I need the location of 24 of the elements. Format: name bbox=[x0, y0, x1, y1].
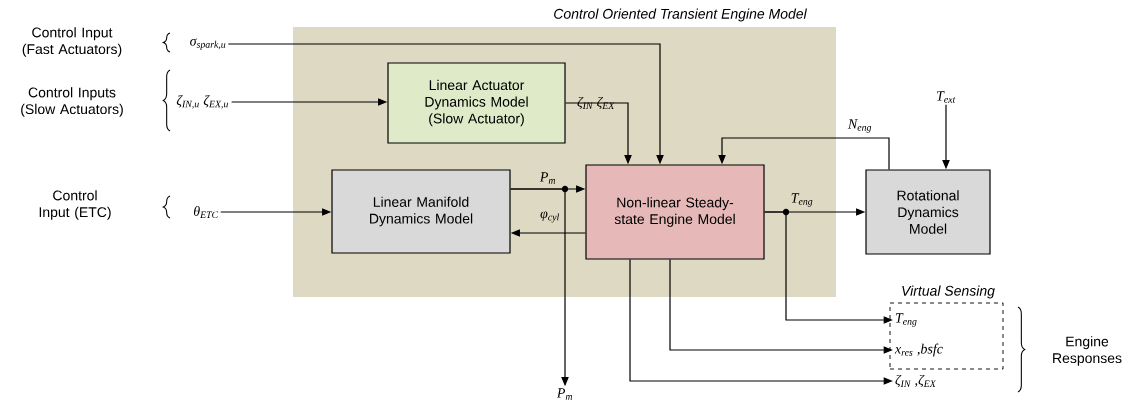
edge-label: φ$_{cyl}$ bbox=[540, 211, 560, 223]
model-box: Non-linear Steady-state Engine Model bbox=[585, 164, 765, 260]
signal-label: σ$_{spark,u}$ bbox=[190, 38, 226, 50]
signal-label: x$_{res}$ ,bsfc bbox=[894, 343, 943, 357]
node-label: Control Oriented Transient Engine Model bbox=[554, 8, 807, 22]
model-box: Linear Actuator Dynamics Model (Slow Actuator) bbox=[387, 62, 566, 144]
group-label: Control Input (Fast Actuators) bbox=[22, 27, 122, 57]
signal-label: P$_{m}$ bbox=[556, 388, 573, 400]
arrow bbox=[718, 137, 890, 170]
model-box: Linear Manifold Dynamics Model bbox=[331, 169, 511, 254]
signal-label: θ$_{ETC}$ bbox=[193, 205, 219, 219]
signal-label: ζ$_{IN}$ ,ζ$_{EX}$ bbox=[895, 374, 937, 388]
edge-label: T$_{eng}$ bbox=[791, 193, 813, 207]
signal-label: T$_{eng}$ bbox=[895, 313, 917, 327]
signal-label: ζ$_{IN,u}$ ζ$_{EX,u}$ bbox=[176, 95, 228, 109]
model-box: Rotational Dynamics Model bbox=[865, 169, 991, 255]
edge-label: ζ$_{IN}$ ζ$_{EX}$ bbox=[577, 96, 615, 110]
node-label: Virtual Sensing bbox=[902, 285, 995, 299]
group-label: Control Inputs (Slow Actuators) bbox=[21, 87, 123, 117]
group-label: Control Input (ETC) bbox=[39, 190, 111, 220]
group-label: Engine Responses bbox=[1053, 336, 1122, 366]
edge-label: N$_{eng}$ bbox=[847, 119, 872, 133]
signal-label: T$_{ext}$ bbox=[937, 91, 956, 103]
edge-label: P$_{m}$ bbox=[539, 172, 556, 184]
